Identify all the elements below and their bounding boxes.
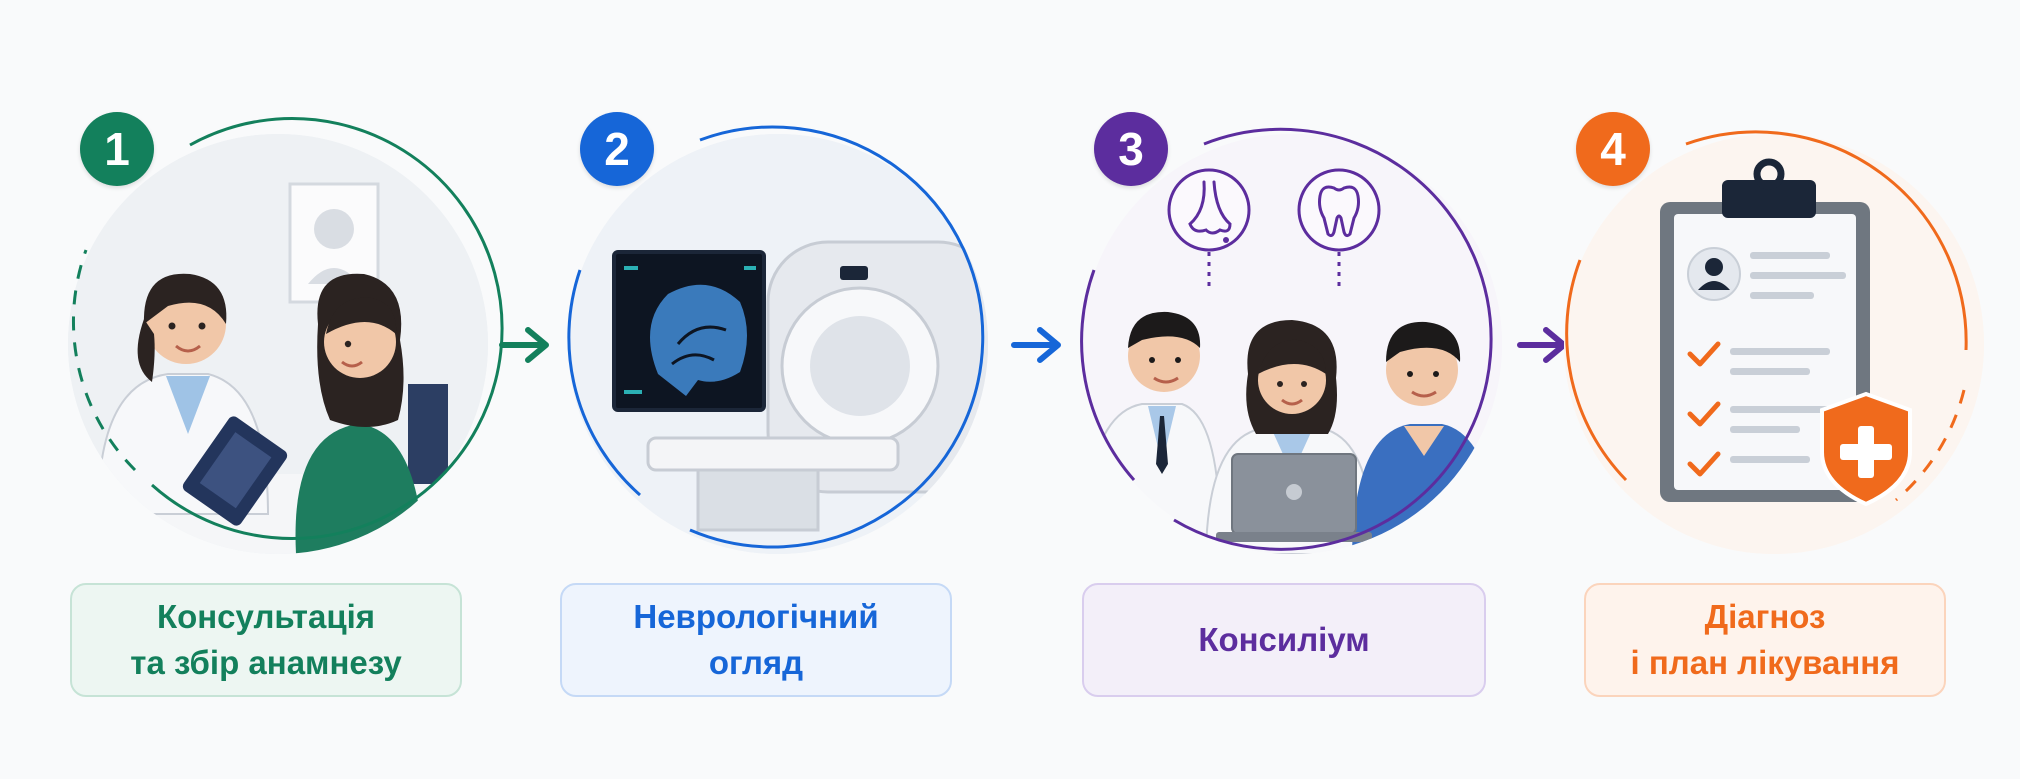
step-3-illustration: 3 <box>1054 100 1534 580</box>
step-1-illustration: 1 <box>40 100 520 580</box>
step-4-illustration: 4 <box>1536 100 2016 580</box>
step-2-label: Неврологічний огляд <box>560 583 952 697</box>
step-2-illustration: 2 <box>540 100 1020 580</box>
shield-plus-icon <box>1820 391 1912 507</box>
step-2-number-badge: 2 <box>580 112 654 186</box>
nose-icon <box>1167 168 1251 290</box>
step-2-title-line1: Неврологічний <box>633 598 879 635</box>
step-2-title-line2: огляд <box>708 644 804 681</box>
step-4-disc <box>1564 134 1984 554</box>
tooth-icon <box>1297 168 1381 290</box>
step-4-title-line1: Діагноз <box>1704 598 1826 635</box>
step-3: 3 Консиліум <box>1054 0 1534 779</box>
step-1-number-badge: 1 <box>80 112 154 186</box>
step-1-title-line2: та збір анамнезу <box>130 644 402 681</box>
laptop-icon <box>1216 453 1372 542</box>
step-1-disc <box>68 134 488 554</box>
mri-scanner-icon <box>646 240 988 532</box>
arrow-right-icon <box>1011 327 1061 363</box>
step-1-label: Консультація та збір анамнезу <box>70 583 462 697</box>
step-4-number-badge: 4 <box>1576 112 1650 186</box>
step-1: 1 Консультація та збір анамнезу <box>40 0 520 779</box>
arrow-right-icon <box>499 327 549 363</box>
step-3-title-line1: Консиліум <box>1198 621 1370 658</box>
step-3-label: Консиліум <box>1082 583 1486 697</box>
clipboard-icon <box>182 416 288 526</box>
step-4-label: Діагноз і план лікування <box>1584 583 1946 697</box>
step-3-progress-ring <box>1080 127 1493 551</box>
step-3-number-badge: 3 <box>1094 112 1168 186</box>
step-2-progress-ring <box>567 125 985 549</box>
step-4-progress-ring <box>1565 130 1968 502</box>
checkmark-icon <box>1687 341 1721 477</box>
step-4-title-line2: і план лікування <box>1630 644 1900 681</box>
step-4: 4 Діагноз і план лікування <box>1536 0 2016 779</box>
user-avatar-icon <box>1687 247 1741 301</box>
specialty-icons <box>1167 168 1381 290</box>
step-2-disc <box>568 134 988 554</box>
step-1-progress-ring <box>71 117 504 541</box>
step-1-title-line1: Консультація <box>156 598 376 635</box>
step-2: 2 Неврологічний огляд <box>540 0 1020 779</box>
brain-mri-monitor-icon <box>612 250 766 412</box>
